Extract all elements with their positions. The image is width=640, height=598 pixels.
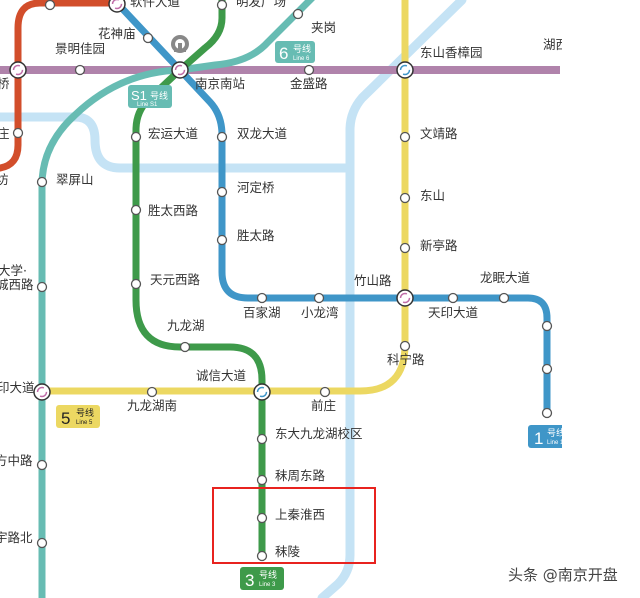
label-tianyuanxi: 天元西路	[150, 272, 201, 287]
label-baijiahu: 百家湖	[243, 305, 281, 320]
line3-path	[132, 0, 266, 560]
label-nanjingnan: 南京南站	[195, 76, 245, 91]
label-fang: 坊	[0, 172, 9, 187]
svg-text:号线: 号线	[259, 569, 277, 581]
label-tianyin: 天印大道	[428, 305, 479, 320]
stations	[12, 0, 553, 562]
svg-text:Line S1: Line S1	[137, 102, 158, 108]
badge-line-1: 1 号线 Line 1	[528, 425, 568, 448]
label-jinsheng: 金盛路	[290, 76, 328, 91]
label-shengtaixi: 胜太西路	[148, 203, 199, 218]
label-yulubei: 宇路北	[0, 530, 33, 545]
svg-text:Line 5: Line 5	[76, 420, 93, 426]
svg-text:Line 6: Line 6	[293, 56, 310, 62]
label-dongshan: 东山	[420, 188, 445, 203]
svg-text:S1: S1	[131, 88, 147, 103]
label-xinting: 新亭路	[420, 238, 458, 253]
label-cuiping: 翠屏山	[56, 172, 94, 187]
svg-text:Line 1: Line 1	[547, 440, 564, 446]
label-huxi: 湖西	[543, 37, 568, 52]
line1-path	[113, 0, 551, 417]
crop-edge	[562, 0, 640, 560]
label-jiagang: 夹岗	[311, 20, 336, 35]
badge-line-s1: S1 号线 Line S1	[128, 85, 172, 108]
label-qiao: 桥	[0, 76, 10, 91]
label-wenjing: 文靖路	[420, 126, 458, 141]
label-longmian: 龙眠大道	[480, 270, 531, 285]
label-zhuang: 庄	[0, 126, 10, 141]
label-shengtai: 胜太路	[237, 228, 275, 243]
label-mozhoudong: 秣周东路	[275, 468, 326, 483]
label-shuanglong: 双龙大道	[237, 126, 288, 141]
label-jiulonghunan: 九龙湖南	[127, 398, 177, 413]
line10-path	[0, 0, 121, 172]
svg-text:号线: 号线	[150, 90, 168, 102]
label-chengxi: 城西路	[0, 277, 34, 292]
label-hedingqiao: 河定桥	[237, 180, 275, 195]
label-huashenmiao: 花神庙	[98, 26, 136, 41]
watermark: 头条 @南京开盘	[508, 566, 618, 584]
svg-text:5: 5	[61, 409, 70, 428]
label-fangzhong: 方中路	[0, 453, 33, 468]
label-mingfa: 明发广场	[236, 0, 286, 9]
svg-text:Line 3: Line 3	[259, 582, 276, 588]
svg-text:号线: 号线	[547, 427, 565, 439]
label-ruanjian: 软件大道	[130, 0, 181, 9]
label-zhushan: 竹山路	[354, 273, 392, 288]
label-jingming: 景明佳园	[55, 41, 105, 56]
label-kening: 科宁路	[387, 352, 425, 367]
label-moling: 秣陵	[275, 544, 301, 559]
label-yindadao: 印大道	[0, 380, 35, 395]
svg-text:1: 1	[534, 429, 543, 448]
label-jiulonghu: 九龙湖	[167, 318, 205, 333]
svg-text:号线: 号线	[293, 43, 311, 55]
badge-line-6: 6 号线 Line 6	[275, 41, 315, 63]
label-qianzhuang: 前庄	[311, 398, 336, 413]
badge-line-3: 3 号线 Line 3	[240, 567, 284, 590]
label-chengxin: 诚信大道	[196, 368, 247, 383]
lineS1-path	[38, 66, 184, 598]
label-xiaolongwan: 小龙湾	[301, 305, 339, 320]
svg-text:3: 3	[245, 571, 254, 590]
highlight-box	[212, 487, 376, 564]
label-shangqinhuaixi: 上秦淮西	[275, 507, 325, 522]
label-dongda: 东大九龙湖校区	[275, 426, 363, 441]
badge-line-5: 5 号线 Line 5	[56, 405, 100, 428]
line6-path	[176, 0, 315, 74]
transfer-stations	[9, 0, 414, 401]
planned-line-diagonal	[317, 0, 467, 598]
railway-station-icon	[171, 35, 189, 53]
label-dongshanxiang: 东山香樟园	[420, 45, 483, 60]
planned-line-horizontal	[0, 112, 355, 173]
svg-text:号线: 号线	[76, 407, 94, 419]
svg-text:6: 6	[279, 44, 288, 63]
label-hongyun: 宏运大道	[148, 126, 199, 141]
label-daxue: 大学·	[0, 263, 27, 278]
station-labels: 软件大道 明发广场 花神庙 景明佳园 夹岗 东山香樟园 湖西 南京南站 金盛路 …	[0, 0, 568, 559]
